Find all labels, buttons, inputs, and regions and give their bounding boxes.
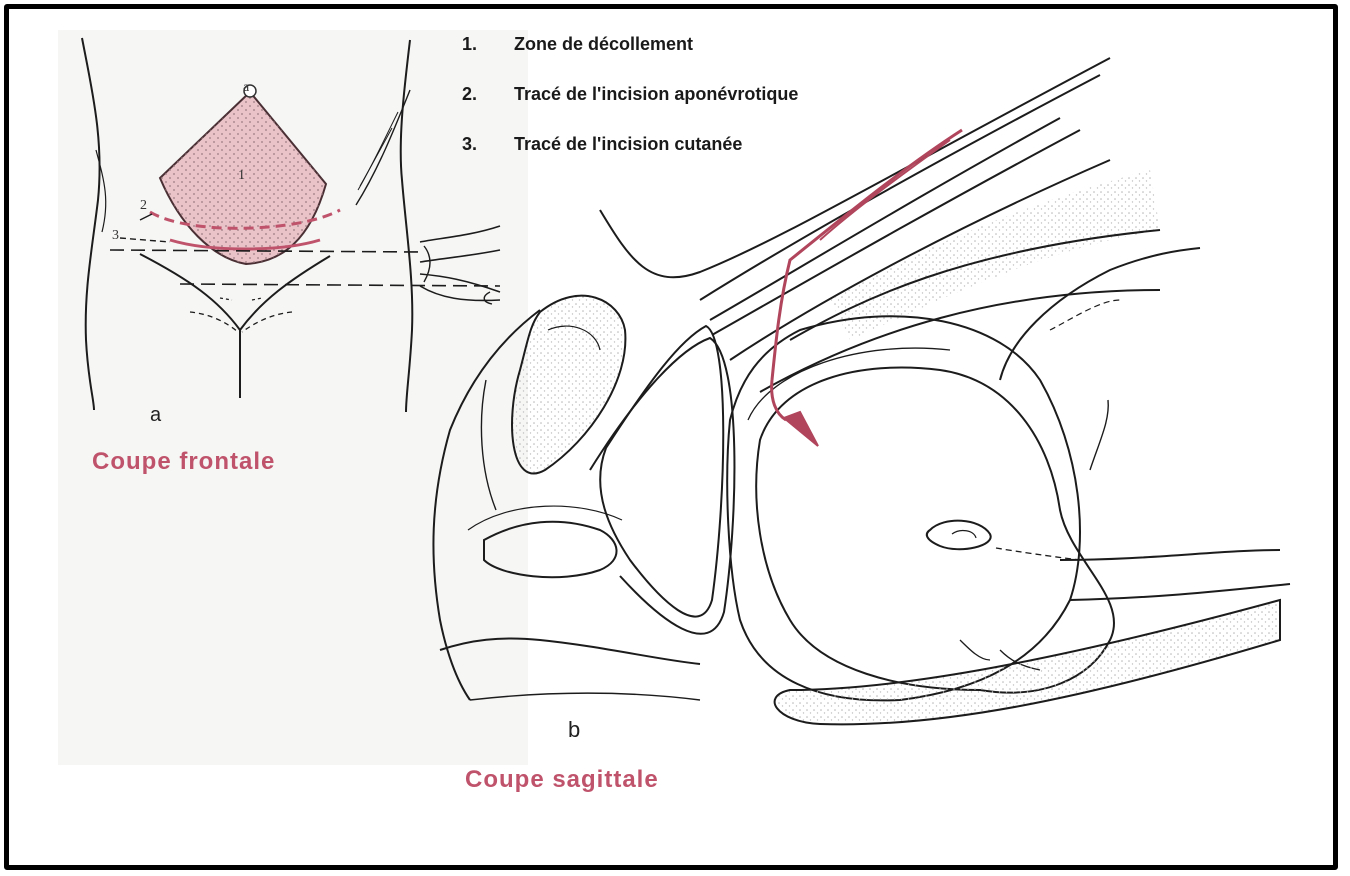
legend-item: 2.Tracé de l'incision aponévrotique: [462, 84, 798, 134]
pubic-bone: [512, 296, 625, 474]
figure-a-letter: a: [150, 404, 161, 427]
sagittal-caption: Coupe sagittale: [465, 766, 659, 794]
legend-item: 1.Zone de décollement: [462, 34, 798, 84]
left-body-outline-inner: [96, 150, 106, 232]
marker-3: 3: [112, 228, 119, 244]
marker-a-top: a: [243, 80, 249, 96]
marker-2: 2: [140, 198, 147, 214]
dissection-arrow: [784, 412, 818, 446]
frontal-caption: Coupe frontale: [92, 448, 275, 476]
figure-b-letter: b: [568, 717, 580, 743]
right-body-outline: [401, 40, 413, 412]
frontal-section-drawing: [82, 38, 500, 412]
fetal-head: [756, 368, 1114, 693]
uterine-wall: [727, 316, 1080, 700]
lateral-inset: [420, 226, 500, 300]
spine-outline: [1000, 248, 1200, 380]
lower-triangle: [140, 254, 330, 330]
marker-1: 1: [238, 168, 245, 184]
legend-item: 3.Tracé de l'incision cutanée: [462, 134, 798, 184]
rectum: [775, 600, 1280, 724]
legend-list: 1.Zone de décollement 2.Tracé de l'incis…: [462, 34, 798, 184]
left-body-outline: [82, 38, 100, 410]
